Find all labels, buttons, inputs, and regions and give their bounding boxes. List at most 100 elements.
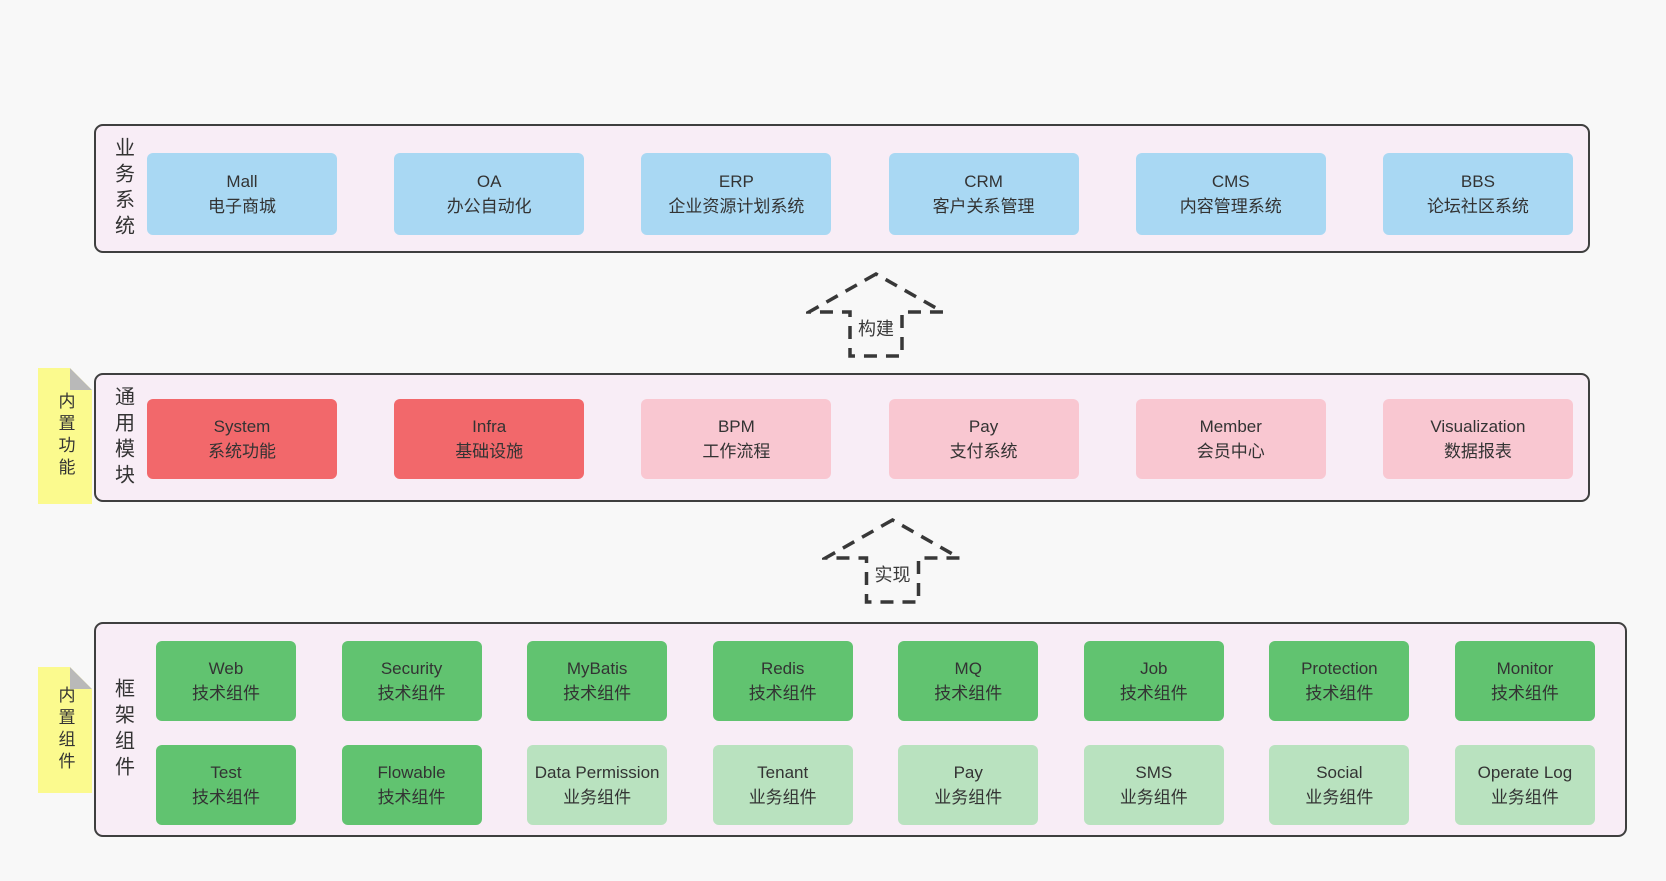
box-subtitle: 内容管理系统 xyxy=(1179,197,1282,216)
box-title: Monitor xyxy=(1496,659,1554,678)
component-boxes-row1: Web 技术组件 Security 技术组件 MyBatis 技术组件 Redi… xyxy=(156,641,1595,721)
box-title: Data Permission xyxy=(534,763,660,782)
box-member: Member 会员中心 xyxy=(1135,399,1326,479)
box-subtitle: 业务组件 xyxy=(1305,788,1374,807)
box-title: Operate Log xyxy=(1477,763,1573,782)
box-system: System 系统功能 xyxy=(147,399,337,479)
box-subtitle: 技术组件 xyxy=(192,788,260,807)
box-subtitle: 基础设施 xyxy=(455,442,524,461)
box-title: Pay xyxy=(953,763,983,782)
box-subtitle: 技术组件 xyxy=(748,684,817,703)
box-title: Mall xyxy=(226,172,258,191)
implement-arrow-label: 实现 xyxy=(871,561,914,587)
box-cms: CMS 内容管理系统 xyxy=(1135,153,1326,235)
box-title: Job xyxy=(1140,659,1168,678)
box-title: BBS xyxy=(1460,172,1495,191)
box-web: Web 技术组件 xyxy=(156,641,296,721)
note-built-in-components: 内置组件 xyxy=(38,667,92,793)
layer-label-components: 框架组件 xyxy=(111,677,134,782)
note-label: 内置功能 xyxy=(55,392,75,480)
box-sms: SMS 业务组件 xyxy=(1083,745,1224,825)
box-subtitle: 业务组件 xyxy=(934,788,1003,807)
note-built-in-functions: 内置功能 xyxy=(38,368,92,504)
build-arrow: 构建 xyxy=(806,271,946,359)
box-title: MyBatis xyxy=(566,659,628,678)
box-subtitle: 技术组件 xyxy=(192,684,260,703)
up-arrow-icon xyxy=(806,271,946,358)
up-arrow-icon xyxy=(822,517,963,604)
box-tenant: Tenant 业务组件 xyxy=(712,745,853,825)
box-oa: OA 办公自动化 xyxy=(394,153,585,235)
box-flowable: Flowable 技术组件 xyxy=(341,745,482,825)
box-infra: Infra 基础设施 xyxy=(394,399,585,479)
box-subtitle: 技术组件 xyxy=(563,684,632,703)
folded-corner-icon xyxy=(70,667,92,689)
box-test: Test 技术组件 xyxy=(156,745,296,825)
box-title: Protection xyxy=(1301,659,1378,678)
box-subtitle: 技术组件 xyxy=(1305,684,1374,703)
box-title: SMS xyxy=(1135,763,1173,782)
box-title: MQ xyxy=(954,659,982,678)
box-subtitle: 业务组件 xyxy=(748,788,817,807)
box-visualization: Visualization 数据报表 xyxy=(1382,399,1573,479)
box-title: CMS xyxy=(1211,172,1250,191)
box-title: Infra xyxy=(472,417,507,436)
layer-label-modules: 通用模块 xyxy=(111,385,134,490)
box-subtitle: 业务组件 xyxy=(1490,788,1559,807)
box-operate-log: Operate Log 业务组件 xyxy=(1454,745,1595,825)
box-redis: Redis 技术组件 xyxy=(712,641,853,721)
box-title: Flowable xyxy=(377,763,446,782)
box-subtitle: 企业资源计划系统 xyxy=(668,197,805,216)
box-bbs: BBS 论坛社区系统 xyxy=(1382,153,1573,235)
box-subtitle: 业务组件 xyxy=(1119,788,1188,807)
box-title: Redis xyxy=(760,659,805,678)
box-title: CRM xyxy=(964,172,1003,191)
box-subtitle: 电子商城 xyxy=(208,197,276,216)
layer-business-systems: 业务系统 Mall 电子商城 OA 办公自动化 ERP 企业资源计划系统 CRM… xyxy=(94,124,1590,253)
box-title: Pay xyxy=(968,417,999,436)
box-title: ERP xyxy=(718,172,754,191)
box-subtitle: 数据报表 xyxy=(1443,442,1512,461)
build-arrow-label: 构建 xyxy=(855,315,897,341)
box-title: System xyxy=(213,417,271,436)
box-title: BPM xyxy=(717,417,755,436)
implement-arrow: 实现 xyxy=(822,517,963,605)
box-subtitle: 技术组件 xyxy=(377,684,446,703)
box-title: Security xyxy=(380,659,443,678)
box-title: Tenant xyxy=(757,763,809,782)
box-job: Job 技术组件 xyxy=(1083,641,1224,721)
business-boxes: Mall 电子商城 OA 办公自动化 ERP 企业资源计划系统 CRM 客户关系… xyxy=(147,153,1573,235)
box-protection: Protection 技术组件 xyxy=(1269,641,1410,721)
box-crm: CRM 客户关系管理 xyxy=(888,153,1079,235)
box-subtitle: 系统功能 xyxy=(208,442,276,461)
box-mybatis: MyBatis 技术组件 xyxy=(527,641,668,721)
box-monitor: Monitor 技术组件 xyxy=(1454,641,1595,721)
box-subtitle: 客户关系管理 xyxy=(932,197,1035,216)
layer-common-modules: 通用模块 System 系统功能 Infra 基础设施 BPM 工作流程 Pay… xyxy=(94,373,1590,502)
box-pay-component: Pay 业务组件 xyxy=(898,745,1039,825)
box-subtitle: 支付系统 xyxy=(949,442,1018,461)
box-bpm: BPM 工作流程 xyxy=(641,399,832,479)
box-title: Visualization xyxy=(1430,417,1526,436)
component-boxes-row2: Test 技术组件 Flowable 技术组件 Data Permission … xyxy=(156,745,1595,825)
folded-corner-icon xyxy=(70,368,92,390)
note-label: 内置组件 xyxy=(55,686,75,774)
box-subtitle: 论坛社区系统 xyxy=(1426,197,1529,216)
box-title: Web xyxy=(208,659,244,678)
box-title: Test xyxy=(210,763,242,782)
box-social: Social 业务组件 xyxy=(1269,745,1410,825)
box-subtitle: 技术组件 xyxy=(1490,684,1559,703)
box-title: Member xyxy=(1199,417,1262,436)
box-subtitle: 技术组件 xyxy=(1119,684,1188,703)
box-subtitle: 办公自动化 xyxy=(446,197,532,216)
box-data-permission: Data Permission 业务组件 xyxy=(527,745,668,825)
box-subtitle: 工作流程 xyxy=(702,442,771,461)
box-security: Security 技术组件 xyxy=(341,641,482,721)
box-subtitle: 技术组件 xyxy=(377,788,446,807)
layer-label-business: 业务系统 xyxy=(111,136,134,241)
box-subtitle: 业务组件 xyxy=(563,788,632,807)
box-title: OA xyxy=(476,172,502,191)
box-erp: ERP 企业资源计划系统 xyxy=(641,153,832,235)
module-boxes: System 系统功能 Infra 基础设施 BPM 工作流程 Pay 支付系统… xyxy=(147,399,1573,479)
